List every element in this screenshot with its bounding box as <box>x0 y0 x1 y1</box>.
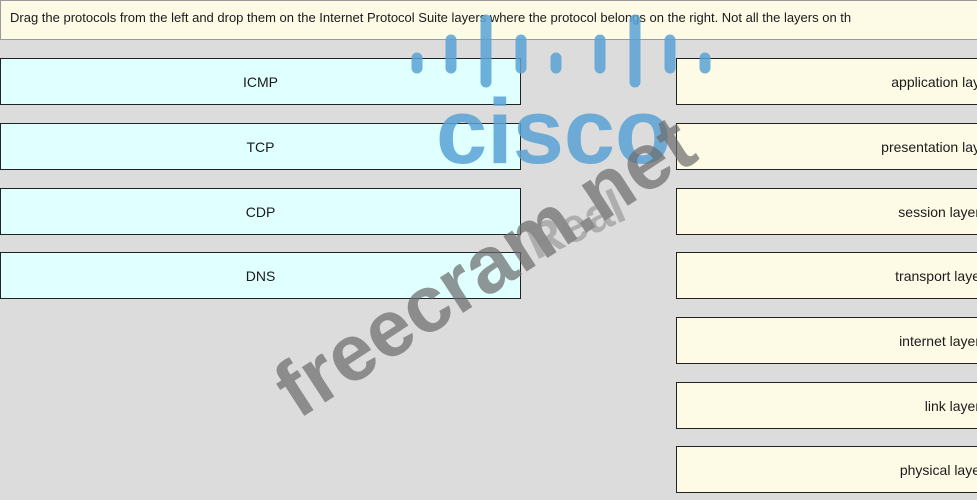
layer-target-link[interactable]: link layer <box>676 382 977 429</box>
layer-target-application[interactable]: application lay <box>676 58 977 105</box>
instructions-text: Drag the protocols from the left and dro… <box>0 0 977 40</box>
protocol-item-dns[interactable]: DNS <box>0 252 521 299</box>
protocol-item-tcp[interactable]: TCP <box>0 123 521 170</box>
layer-target-transport[interactable]: transport laye <box>676 252 977 299</box>
protocol-item-cdp[interactable]: CDP <box>0 188 521 235</box>
layer-target-internet[interactable]: internet layer <box>676 317 977 364</box>
layer-target-presentation[interactable]: presentation lay <box>676 123 977 170</box>
protocol-item-icmp[interactable]: ICMP <box>0 58 521 105</box>
watermark-real-text: Real <box>519 180 633 270</box>
layer-target-session[interactable]: session layer <box>676 188 977 235</box>
layer-target-physical[interactable]: physical laye <box>676 446 977 493</box>
